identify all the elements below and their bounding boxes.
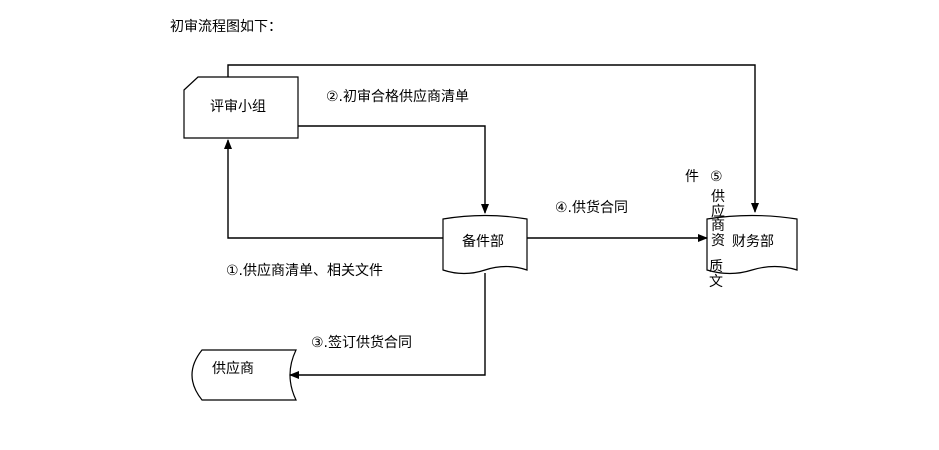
edge-5-tail: 件 [685, 169, 699, 185]
finance-dept-label: 财务部 [732, 234, 774, 250]
review-group-shape [183, 76, 299, 139]
supplier-label: 供应商 [212, 361, 254, 377]
edge-1-arrow [224, 139, 443, 239]
prep-dept-shape [442, 214, 528, 275]
edge-1-label: ①.供应商清单、相关文件 [226, 263, 384, 279]
edge-5-char: 质 [709, 259, 723, 275]
supplier-shape [191, 349, 297, 401]
edge-5-char: 供 [711, 189, 725, 205]
edge-3-arrow [289, 273, 486, 379]
edge-3-label: ③.签订供货合同 [311, 335, 413, 351]
prep-dept-label: 备件部 [462, 234, 504, 250]
edge-4-label: ④.供货合同 [555, 200, 629, 216]
edge-2-arrow [298, 125, 489, 214]
edge-5-char: 文 [709, 273, 723, 290]
edge-5-char: 应 [711, 203, 725, 220]
edge-5-column-2: 质 文 [708, 260, 724, 289]
intro-text: 初审流程图如下： [170, 19, 282, 35]
edge-5-mark: ⑤ [710, 169, 723, 185]
edge-5-char: 商 [711, 218, 725, 234]
edge-top-loop [227, 64, 759, 213]
edge-2-label: ②.初审合格供应商清单 [326, 89, 470, 105]
finance-dept-shape [706, 214, 798, 275]
edge-5-column-1: 供 应 商 资 [710, 190, 726, 248]
edge-5-char: 资 [711, 232, 725, 249]
review-group-label: 评审小组 [210, 99, 266, 115]
